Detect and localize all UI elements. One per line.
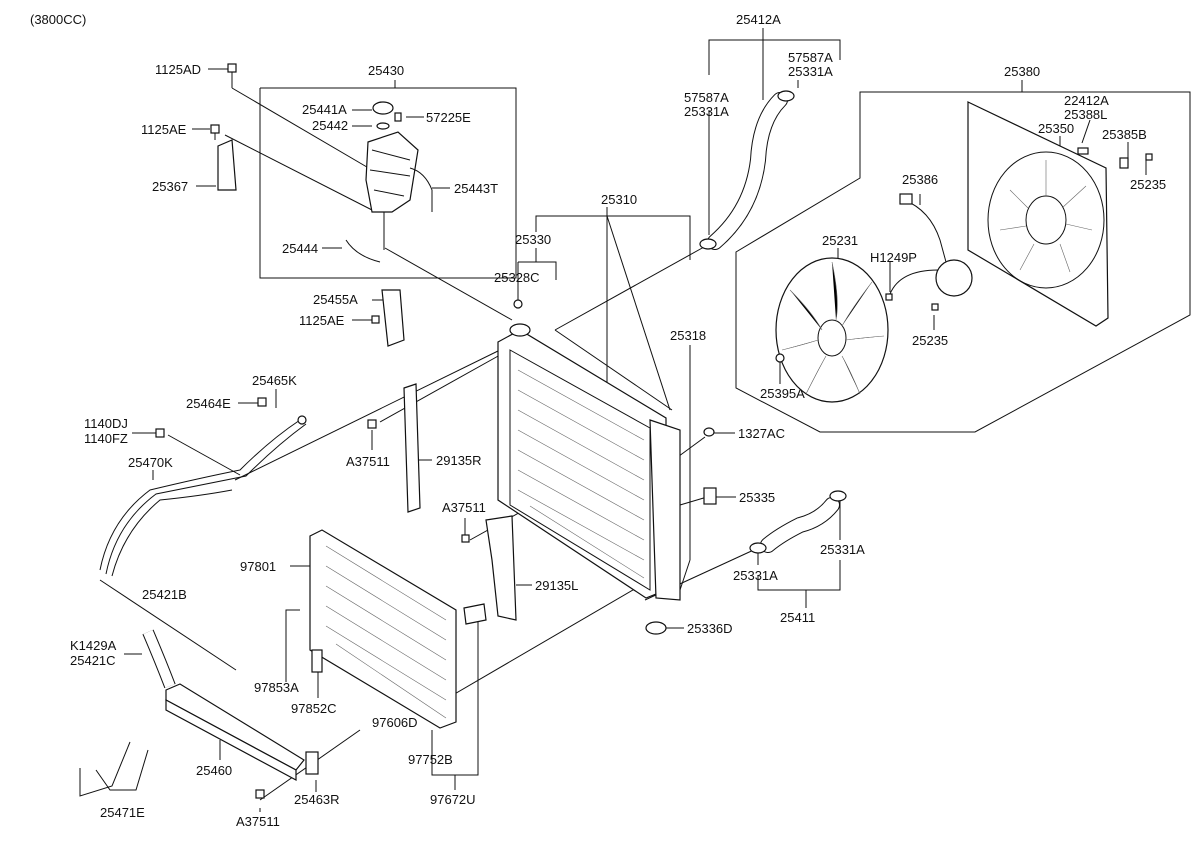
label-25412A: 25412A bbox=[736, 12, 781, 27]
air-guides bbox=[403, 383, 681, 621]
lower-hose bbox=[749, 490, 847, 554]
label-25331A-left: 25331A bbox=[684, 104, 729, 119]
label-25395A: 25395A bbox=[760, 386, 805, 401]
label-97801: 97801 bbox=[240, 559, 276, 574]
label-25335: 25335 bbox=[739, 490, 775, 505]
label-25464E: 25464E bbox=[186, 396, 231, 411]
label-25235-top: 25235 bbox=[1130, 177, 1166, 192]
label-A37511-c: A37511 bbox=[236, 814, 280, 829]
label-25471E: 25471E bbox=[100, 805, 145, 820]
label-97672U: 97672U bbox=[430, 792, 476, 807]
label-1327AC: 1327AC bbox=[738, 426, 785, 441]
part-labels: (3800CC) 1125AD 25430 25441A 25442 57225… bbox=[30, 12, 1166, 829]
label-57225E: 57225E bbox=[426, 110, 471, 125]
label-25235-bottom: 25235 bbox=[912, 333, 948, 348]
brackets bbox=[217, 139, 405, 347]
label-25380: 25380 bbox=[1004, 64, 1040, 79]
label-25470K: 25470K bbox=[128, 455, 173, 470]
label-97853A: 97853A bbox=[254, 680, 299, 695]
condenser bbox=[309, 529, 487, 729]
upper-hose bbox=[699, 90, 795, 250]
label-1125AE-mid: 1125AE bbox=[299, 313, 345, 328]
label-25465K: 25465K bbox=[252, 373, 297, 388]
label-25411: 25411 bbox=[780, 610, 815, 625]
oil-cooler-lines bbox=[99, 415, 307, 577]
label-25330: 25330 bbox=[515, 232, 551, 247]
coolant-reservoir bbox=[345, 101, 433, 263]
label-25350: 25350 bbox=[1038, 121, 1074, 136]
label-29135R: 29135R bbox=[436, 453, 482, 468]
mounts bbox=[645, 427, 717, 635]
label-25430: 25430 bbox=[368, 63, 404, 78]
label-25231: 25231 bbox=[822, 233, 858, 248]
oil-cooler bbox=[142, 629, 319, 782]
hose-clamp bbox=[79, 741, 149, 797]
label-25421B: 25421B bbox=[142, 587, 187, 602]
label-22412A: 22412A bbox=[1064, 93, 1109, 108]
label-A37511-b: A37511 bbox=[442, 500, 486, 515]
label-25318: 25318 bbox=[670, 328, 706, 343]
label-25386: 25386 bbox=[902, 172, 938, 187]
label-1140FZ: 1140FZ bbox=[84, 431, 128, 446]
label-25463R: 25463R bbox=[294, 792, 340, 807]
label-25441A: 25441A bbox=[302, 102, 347, 117]
label-29135L: 29135L bbox=[535, 578, 578, 593]
label-H1249P: H1249P bbox=[870, 250, 917, 265]
label-97852C: 97852C bbox=[291, 701, 337, 716]
label-97752B: 97752B bbox=[408, 752, 453, 767]
label-25455A: 25455A bbox=[313, 292, 358, 307]
engine-note: (3800CC) bbox=[30, 12, 86, 27]
cooling-fan bbox=[775, 257, 889, 403]
label-25331A-right: 25331A bbox=[788, 64, 833, 79]
label-25388L: 25388L bbox=[1064, 107, 1107, 122]
label-25421C: 25421C bbox=[70, 653, 116, 668]
label-57587A-right: 57587A bbox=[788, 50, 833, 65]
label-1125AD: 1125AD bbox=[155, 62, 201, 77]
label-1125AE-top: 1125AE bbox=[141, 122, 187, 137]
label-25385B: 25385B bbox=[1102, 127, 1147, 142]
label-A37511-a: A37511 bbox=[346, 454, 390, 469]
label-25331A-d: 25331A bbox=[733, 568, 778, 583]
label-K1429A: K1429A bbox=[70, 638, 117, 653]
label-57587A-left: 57587A bbox=[684, 90, 729, 105]
label-25331A-c: 25331A bbox=[820, 542, 865, 557]
label-97606D: 97606D bbox=[372, 715, 418, 730]
fan-shroud bbox=[967, 101, 1129, 327]
label-25460: 25460 bbox=[196, 763, 232, 778]
radiator bbox=[497, 299, 667, 599]
fan-motor bbox=[889, 193, 973, 297]
label-1140DJ: 1140DJ bbox=[84, 416, 128, 431]
label-25444: 25444 bbox=[282, 241, 318, 256]
label-25328C: 25328C bbox=[494, 270, 540, 285]
label-25443T: 25443T bbox=[454, 181, 498, 196]
label-25336D: 25336D bbox=[687, 621, 733, 636]
label-25310: 25310 bbox=[601, 192, 637, 207]
leader-lines bbox=[99, 28, 1191, 812]
label-25367: 25367 bbox=[152, 179, 188, 194]
bolt-icons bbox=[155, 63, 1153, 799]
label-25442: 25442 bbox=[312, 118, 348, 133]
